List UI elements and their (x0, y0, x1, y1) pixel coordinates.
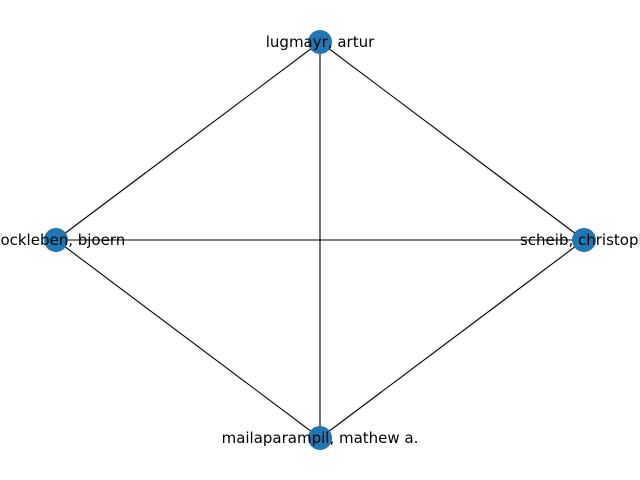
edges-layer (55, 41, 585, 439)
node-left (44, 228, 68, 252)
node-label-left: stockleben, bjoern (0, 231, 125, 249)
node-top (308, 30, 332, 54)
node-bottom (308, 426, 332, 450)
edge-top-right (319, 41, 585, 241)
edge-right-bottom (319, 239, 585, 439)
edge-left-bottom (55, 239, 321, 439)
nodes-layer (44, 30, 596, 450)
node-label-top: lugmayr, artur (266, 33, 375, 51)
node-label-right: scheib, christoph (520, 231, 640, 249)
node-label-bottom: mailaparampil, mathew a. (222, 429, 419, 447)
labels-layer: lugmayr, artur stockleben, bjoern scheib, … (0, 33, 640, 447)
edge-top-left (55, 41, 321, 241)
node-right (572, 228, 596, 252)
